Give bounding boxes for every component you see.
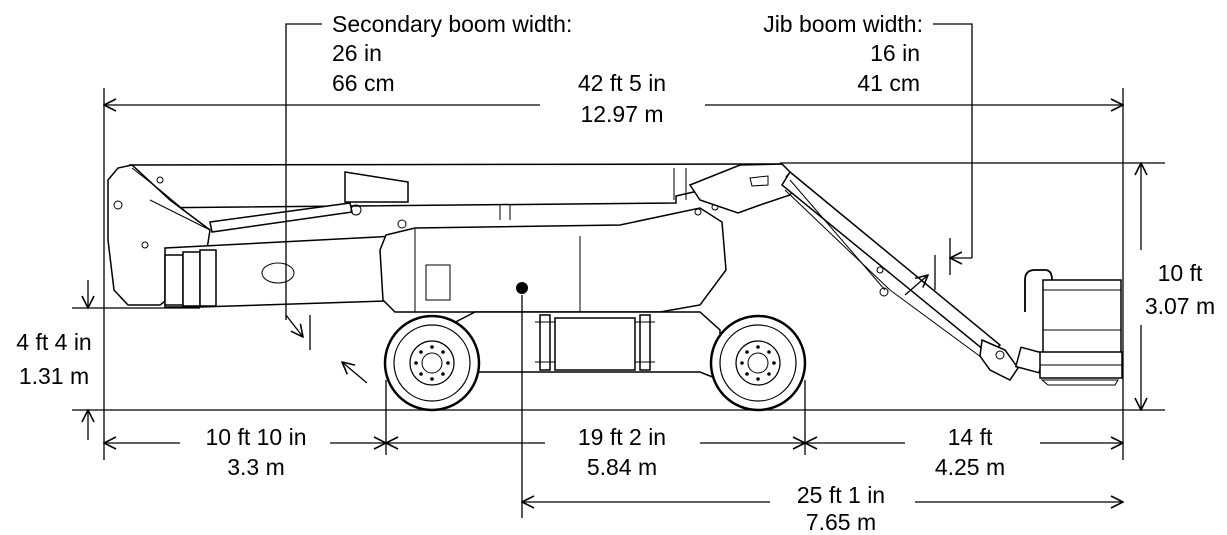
center-to-front-m: 7.65 m <box>806 509 876 535</box>
boom-lift-drawing <box>72 163 1165 412</box>
rear-wheel <box>383 314 481 412</box>
front-overhang-m: 4.25 m <box>935 454 1005 480</box>
overall-length-ft: 42 ft 5 in <box>578 70 666 96</box>
rear-overhang-ft: 10 ft 10 in <box>205 424 306 450</box>
jib-boom-cm: 41 cm <box>857 70 920 96</box>
stowed-height-ft: 10 ft <box>1158 260 1203 286</box>
secondary-boom-title: Secondary boom width: <box>332 11 572 37</box>
jib-boom-title: Jib boom width: <box>763 11 923 37</box>
rear-overhang-m: 3.3 m <box>227 454 285 480</box>
wheelbase-m: 5.84 m <box>587 454 657 480</box>
center-of-rotation-icon <box>516 282 528 294</box>
secondary-boom-cm: 66 cm <box>332 70 395 96</box>
front-wheel <box>709 314 807 412</box>
extension-lines <box>72 88 1165 518</box>
boom-height-m: 1.31 m <box>19 363 89 389</box>
overall-length-m: 12.97 m <box>580 101 663 127</box>
secondary-boom-width-leader <box>285 23 368 384</box>
dimension-labels: Secondary boom width: 26 in 66 cm Jib bo… <box>16 11 1215 535</box>
center-to-front-ft: 25 ft 1 in <box>797 482 885 508</box>
jib-boom-width-leader <box>904 23 973 296</box>
boom-height-ft: 4 ft 4 in <box>16 329 91 355</box>
secondary-boom-in: 26 in <box>332 40 382 66</box>
jib-boom-in: 16 in <box>870 40 920 66</box>
wheelbase-ft: 19 ft 2 in <box>578 424 666 450</box>
front-overhang-ft: 14 ft <box>948 424 993 450</box>
stowed-height-m: 3.07 m <box>1145 293 1215 319</box>
